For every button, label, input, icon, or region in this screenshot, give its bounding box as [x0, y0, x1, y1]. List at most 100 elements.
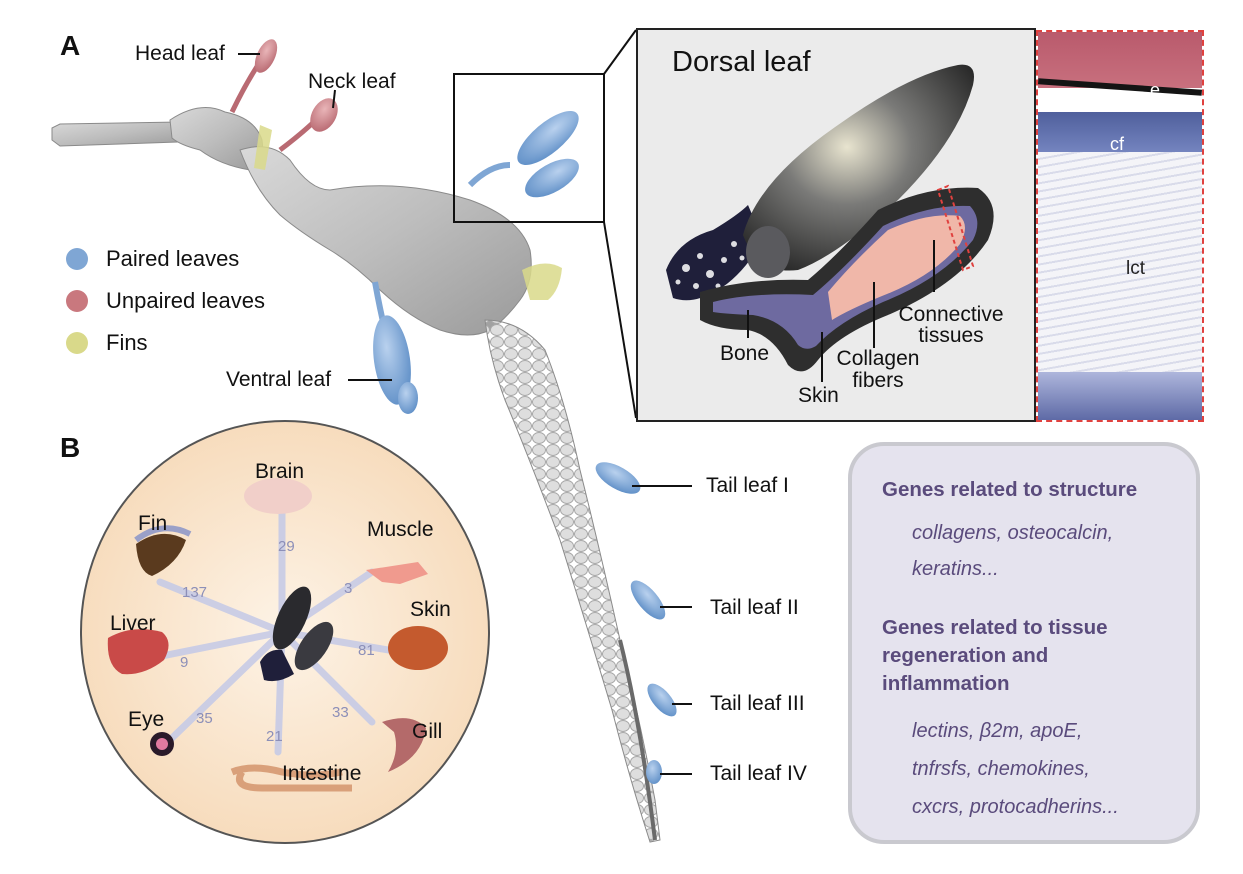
skin-label: Skin: [798, 384, 839, 407]
histology-collagen-layer: [1038, 112, 1202, 152]
genes-structure-line2: keratins...: [912, 558, 999, 580]
tissue-label-gill: Gill: [412, 720, 443, 743]
head-leaf-shape: [254, 39, 278, 73]
tail-fin: [522, 263, 562, 300]
ventral-leaf-tip: [398, 382, 418, 414]
head-leaf-label: Head leaf: [135, 42, 225, 65]
tissue-label-liver: Liver: [110, 612, 156, 635]
ventral-leaf-label: Ventral leaf: [226, 368, 332, 391]
tissue-count-eye: 35: [196, 710, 213, 727]
neck-leaf-stem: [278, 118, 318, 152]
zoom-connector-bottom: [603, 221, 637, 419]
fin-rays-icon: [134, 525, 192, 543]
genes-regen-heading2: regeneration and: [882, 644, 1049, 667]
legend-label-unpaired: Unpaired leaves: [106, 288, 265, 313]
collagen-label: Collagen fibers: [830, 348, 926, 392]
gill-icon: [382, 718, 426, 772]
leaf-base: [666, 205, 763, 301]
seadragon-body: [239, 146, 532, 336]
center-leaf-lower: [294, 621, 334, 671]
center-leaf-base: [260, 649, 294, 682]
dorsal-leaf-stem: [467, 162, 511, 188]
legend-item-fins: Fins: [66, 322, 265, 364]
dorsal-leaf-diagram: [666, 64, 994, 382]
tissue-count-intestine: 21: [266, 728, 283, 745]
tail-leaf-3-shape: [647, 683, 677, 717]
tissue-label-muscle: Muscle: [367, 518, 434, 541]
seadragon-tail: [484, 319, 661, 843]
skin-icon: [388, 626, 448, 670]
histology-image: e cf lct: [1036, 30, 1204, 422]
center-leaf-upper: [272, 586, 312, 650]
tail-leaf-1-shape: [595, 462, 641, 494]
connective-label: Connective tissues: [890, 304, 1012, 346]
legend-swatch-unpaired: [66, 290, 88, 312]
genes-regen-line3: cxcrs, protocadherins...: [912, 796, 1119, 818]
tail-leaf-3-label: Tail leaf III: [710, 692, 805, 715]
fin-icon: [136, 533, 186, 576]
connective-label-line1: Connective: [898, 303, 1004, 326]
liver-icon: [107, 629, 169, 675]
dorsal-leaf-upper: [517, 111, 579, 165]
tail-leaf-4-shape: [646, 760, 662, 784]
legend-swatch-fins: [66, 332, 88, 354]
tail-leaf-2-shape: [630, 580, 666, 620]
brain-icon: [244, 478, 312, 514]
head-leaf-stem: [229, 63, 261, 114]
lower-leaf-connective: [828, 215, 965, 320]
legend-label-fins: Fins: [106, 330, 148, 355]
tissue-label-brain: Brain: [255, 460, 305, 483]
seadragon-snout: [51, 121, 191, 147]
tissue-label-eye: Eye: [128, 708, 165, 731]
tissue-count-skin: 81: [358, 642, 375, 659]
legend-item-unpaired: Unpaired leaves: [66, 280, 265, 322]
panel-letter-b: B: [60, 432, 81, 463]
tissue-label-intestine: Intestine: [282, 762, 362, 785]
genes-structure-heading: Genes related to structure: [882, 478, 1138, 501]
histology-bottom-collagen: [1038, 372, 1202, 420]
genes-regen-heading3: inflammation: [882, 672, 1010, 695]
legend-item-paired: Paired leaves: [66, 238, 265, 280]
intestine-icon: [230, 764, 352, 792]
eye-iris-icon: [156, 738, 168, 750]
legend-label-paired: Paired leaves: [106, 246, 240, 271]
genes-box: Genes related to structure collagens, os…: [848, 442, 1200, 844]
tissue-count-gill: 33: [332, 704, 349, 721]
genes-structure-line1: collagens, osteocalcin,: [912, 522, 1114, 544]
genes-regen-heading1: Genes related to tissue: [882, 616, 1108, 639]
tissue-count-muscle: 3: [344, 580, 353, 597]
histology-label-e: e: [1150, 80, 1161, 100]
legend-swatch-paired: [66, 248, 88, 270]
histology-epidermis: [1038, 32, 1202, 88]
sample-slice: [936, 184, 975, 272]
collagen-label-line1: Collagen: [836, 347, 920, 370]
dorsal-leaf-title: Dorsal leaf: [672, 46, 811, 78]
neck-leaf-line: [332, 89, 336, 109]
genes-regen-line2: tnfrsfs, chemokines,: [912, 758, 1090, 780]
zoom-connector-top: [603, 29, 637, 75]
muscle-icon: [366, 562, 428, 584]
tissue-count-liver: 9: [180, 654, 189, 671]
ventral-leaf-shape: [373, 315, 411, 405]
panel-letter-a: A: [60, 30, 81, 61]
collagen-label-line2: fibers: [852, 369, 904, 392]
tissue-label-fin: Fin: [138, 512, 168, 535]
histology-label-cf: cf: [1110, 134, 1125, 154]
tail-leaf-4-label: Tail leaf IV: [710, 762, 807, 785]
connective-label-line2: tissues: [918, 324, 984, 347]
zoom-box: [453, 73, 605, 223]
legend: Paired leaves Unpaired leaves Fins: [66, 238, 265, 364]
histology-label-lct: lct: [1126, 258, 1145, 279]
tissue-circle: Brain Muscle Skin Gill Intestine Eye Liv…: [80, 420, 490, 844]
tail-leaf-1-label: Tail leaf I: [706, 474, 789, 497]
neck-leaf-shape: [310, 98, 338, 132]
dorsal-fin: [254, 125, 272, 170]
dorsal-leaf-inset: Dorsal leaf Bone Skin Collagen fibers Co…: [636, 28, 1036, 422]
tissue-count-brain: 29: [278, 538, 295, 555]
bone-label: Bone: [720, 342, 770, 365]
upper-leaf: [743, 64, 974, 271]
dorsal-leaf-lower: [525, 158, 579, 198]
tissue-count-fin: 137: [182, 584, 208, 601]
tissue-network: [107, 478, 448, 792]
